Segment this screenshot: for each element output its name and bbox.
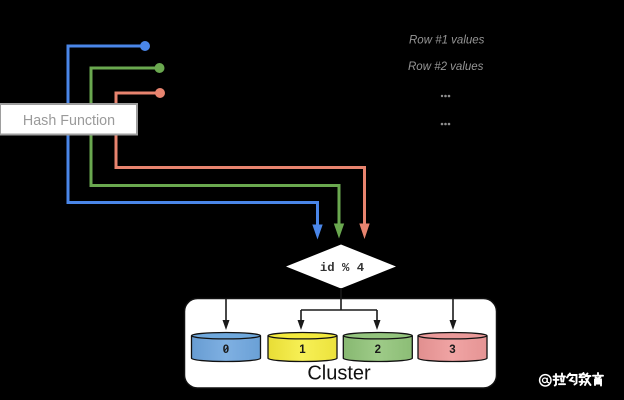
svg-text:1: 1 — [299, 344, 306, 356]
svg-text:Cluster: Cluster — [307, 363, 371, 385]
svg-text:Row #1 values: Row #1 values — [409, 35, 485, 47]
svg-text:3: 3 — [449, 344, 455, 356]
svg-text:0: 0 — [223, 344, 229, 356]
svg-text:Row #2 values: Row #2 values — [408, 61, 484, 73]
svg-text:Hash Function: Hash Function — [23, 113, 115, 129]
svg-text:id % 4: id % 4 — [320, 261, 365, 275]
svg-text:2: 2 — [375, 344, 381, 356]
